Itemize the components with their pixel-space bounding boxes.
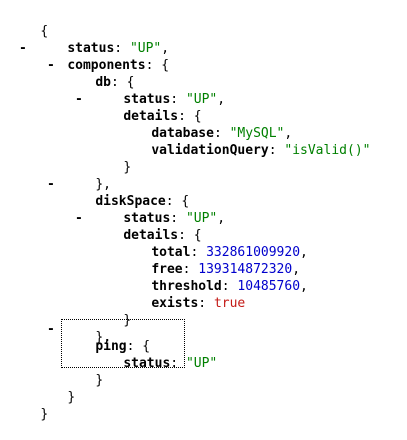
root-close-brace: } xyxy=(9,389,48,422)
colon: : xyxy=(213,126,222,141)
db-row: db: { xyxy=(64,57,134,90)
threshold-row: threshold: 10485760, xyxy=(120,261,308,294)
db-details-close-brace: } xyxy=(92,142,131,175)
root-open-brace: { xyxy=(9,6,48,39)
validation-query-key: validationQuery xyxy=(151,143,269,158)
colon: : xyxy=(178,228,186,243)
disk-space-key: diskSpace xyxy=(95,194,166,209)
total-key: total xyxy=(151,245,191,260)
components-key: components xyxy=(67,58,146,73)
disk-space-status-value: "UP" xyxy=(185,211,218,226)
root-status-value: "UP" xyxy=(129,41,162,56)
collapse-toggle-components[interactable]: - xyxy=(19,41,27,56)
comma: , xyxy=(300,279,308,294)
brace: }, xyxy=(95,330,111,345)
root-status-key: status xyxy=(67,41,115,56)
ping-focus-box[interactable] xyxy=(61,319,185,368)
database-value: "MySQL" xyxy=(229,126,285,141)
free-key: free xyxy=(151,262,183,277)
brace: { xyxy=(142,339,151,354)
db-details-key: details xyxy=(123,109,179,124)
threshold-value: 10485760 xyxy=(237,279,301,294)
comma: , xyxy=(217,92,226,107)
colon: : xyxy=(190,245,199,260)
threshold-key: threshold xyxy=(151,279,222,294)
colon: : xyxy=(145,58,154,73)
colon: : xyxy=(268,143,277,158)
db-status-key: status xyxy=(123,92,171,107)
colon: : xyxy=(178,109,186,124)
disk-space-status-key: status xyxy=(123,211,171,226)
brace: { xyxy=(181,194,190,209)
free-row: free: 139314872320, xyxy=(120,244,300,277)
ping-status-row: status: "UP" xyxy=(92,338,217,371)
disk-space-status-row: status: "UP", xyxy=(92,193,225,226)
db-key: db xyxy=(95,75,111,90)
disk-space-close-brace: }, xyxy=(64,312,111,345)
free-value: 139314872320 xyxy=(198,262,293,277)
comma: , xyxy=(292,262,301,277)
brace: { xyxy=(40,24,49,39)
brace: { xyxy=(193,109,202,124)
collapse-toggle-db-details[interactable]: - xyxy=(75,92,83,107)
disk-space-details-close-brace: } xyxy=(92,295,131,328)
ping-close-brace: } xyxy=(64,355,103,388)
brace: } xyxy=(95,373,104,388)
components-close-brace: } xyxy=(36,372,75,405)
comma: , xyxy=(217,211,226,226)
comma: , xyxy=(284,126,293,141)
brace: } xyxy=(67,390,76,405)
root-status-row: status: "UP", xyxy=(36,23,169,56)
total-value: 332861009920 xyxy=(206,245,301,260)
comma: , xyxy=(161,41,170,56)
ping-row: ping: { xyxy=(64,321,150,354)
components-row: components: { xyxy=(36,40,169,73)
colon: : xyxy=(170,92,179,107)
collapse-toggle-ping[interactable]: - xyxy=(47,322,55,337)
brace: { xyxy=(126,75,135,90)
disk-space-details-key: details xyxy=(123,228,179,243)
collapse-toggle-disk-space-details[interactable]: - xyxy=(75,211,83,226)
db-status-value: "UP" xyxy=(185,92,218,107)
disk-space-details-row: details: { xyxy=(92,210,201,243)
db-close-brace: }, xyxy=(64,159,111,192)
db-details-row: details: { xyxy=(92,91,201,124)
comma: , xyxy=(300,245,308,260)
brace: }, xyxy=(95,177,111,192)
disk-space-row: diskSpace: { xyxy=(64,176,189,209)
colon: : xyxy=(114,41,123,56)
brace: } xyxy=(40,407,49,422)
colon: : xyxy=(221,279,230,294)
colon: : xyxy=(170,211,179,226)
ping-status-key: status xyxy=(123,356,171,371)
database-key: database xyxy=(151,126,214,141)
colon: : xyxy=(110,75,119,90)
colon: : xyxy=(126,339,135,354)
db-status-row: status: "UP", xyxy=(92,74,225,107)
brace: } xyxy=(123,160,132,175)
colon: : xyxy=(170,356,179,371)
validation-query-value: "isValid()" xyxy=(284,143,371,158)
db-validation-query-row: validationQuery: "isValid()" xyxy=(120,125,370,158)
ping-status-value: "UP" xyxy=(185,356,218,371)
brace: { xyxy=(193,228,202,243)
exists-value: true xyxy=(213,296,246,311)
brace: { xyxy=(161,58,170,73)
collapse-toggle-db[interactable]: - xyxy=(47,58,55,73)
exists-key: exists xyxy=(151,296,199,311)
exists-row: exists: true xyxy=(120,278,245,311)
total-row: total: 332861009920, xyxy=(120,227,308,260)
db-database-row: database: "MySQL", xyxy=(120,108,292,141)
ping-key: ping xyxy=(95,339,127,354)
colon: : xyxy=(182,262,191,277)
collapse-toggle-disk-space[interactable]: - xyxy=(47,177,55,192)
colon: : xyxy=(198,296,207,311)
brace: } xyxy=(123,313,132,328)
colon: : xyxy=(165,194,174,209)
